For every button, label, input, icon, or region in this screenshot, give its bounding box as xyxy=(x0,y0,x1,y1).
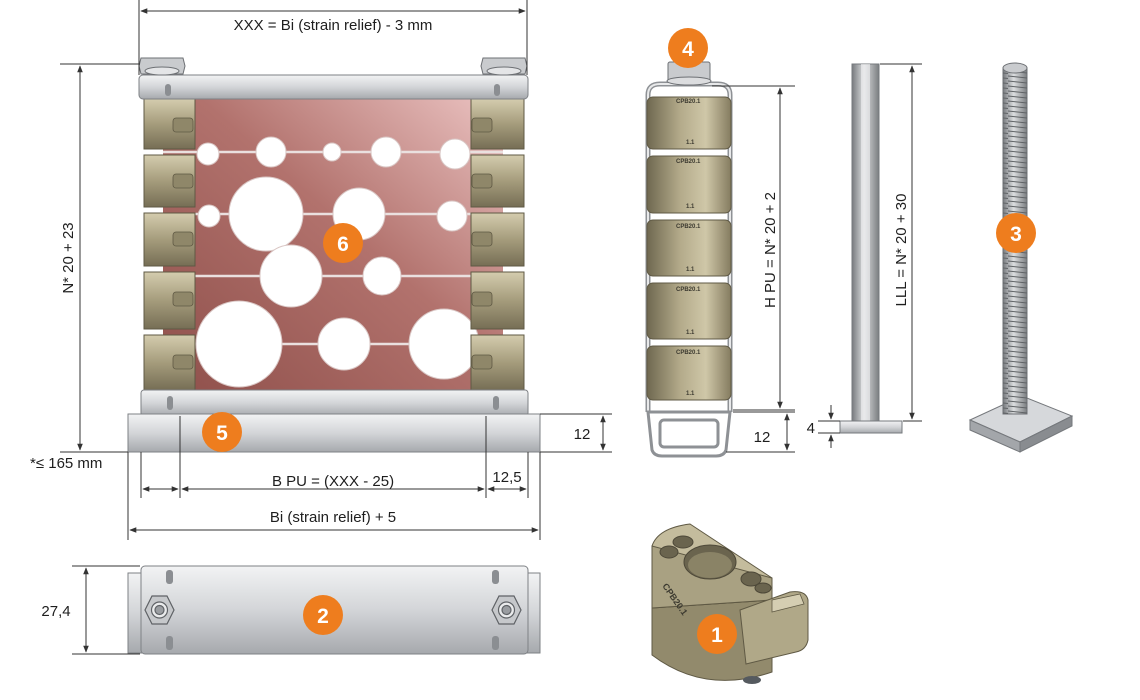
side-dimension-lines xyxy=(712,85,795,453)
front-dimension-lines xyxy=(60,0,612,540)
t-bolt-side-view xyxy=(839,63,903,434)
side-block-markings: CPB20.1 CPB20.1 CPB20.1 CPB20.1 CPB20.1 … xyxy=(676,99,701,397)
svg-text:CPB20.1: CPB20.1 xyxy=(676,99,701,105)
top-slots xyxy=(165,84,500,96)
dim-plate-thickness: 4 xyxy=(807,420,815,437)
svg-text:1.1: 1.1 xyxy=(686,140,695,146)
dim-max-width: *≤ 165 mm xyxy=(30,455,102,472)
side-bottom-clip xyxy=(646,410,732,458)
svg-text:1.1: 1.1 xyxy=(686,330,695,336)
right-block-notches xyxy=(471,117,493,370)
t-bolt-foot xyxy=(839,420,903,434)
svg-text:1: 1 xyxy=(711,624,723,647)
badge-part-6: 6 xyxy=(323,223,363,263)
dim-b-pu: B PU = (XXX - 25) xyxy=(272,473,394,490)
badge-part-2: 2 xyxy=(303,595,343,635)
left-block-notches xyxy=(172,117,194,370)
badge-part-1: 1 xyxy=(697,614,737,654)
block-tab xyxy=(739,591,809,665)
top-pressure-bar xyxy=(138,74,529,100)
dim-xxx: XXX = Bi (strain relief) - 3 mm xyxy=(234,17,433,34)
dim-base-height-b: 12 xyxy=(754,429,771,446)
side-top-nut xyxy=(666,61,712,86)
svg-text:5: 5 xyxy=(216,422,228,445)
svg-text:1.1: 1.1 xyxy=(686,267,695,273)
t-bolt-dimension-lines xyxy=(818,63,922,448)
dim-lll: LLL = N* 20 + 30 xyxy=(893,194,910,307)
dim-top-depth: 27,4 xyxy=(41,603,70,620)
svg-text:1.1: 1.1 xyxy=(686,204,695,210)
top-view-nuts xyxy=(144,595,522,625)
cable-holes xyxy=(195,136,480,388)
support-rail-base xyxy=(127,413,541,453)
side-blocks xyxy=(646,96,732,401)
rail-slots xyxy=(167,396,499,410)
dim-n-height: N* 20 + 23 xyxy=(60,222,77,293)
front-view-assembly xyxy=(127,57,541,453)
dim-h-pu: H PU = N* 20 + 2 xyxy=(762,192,779,308)
svg-text:3: 3 xyxy=(1010,223,1022,246)
side-view-assembly: CPB20.1 CPB20.1 CPB20.1 CPB20.1 CPB20.1 … xyxy=(645,61,733,458)
svg-text:6: 6 xyxy=(337,233,349,256)
svg-text:2: 2 xyxy=(317,605,329,628)
svg-text:4: 4 xyxy=(682,38,694,61)
svg-text:CPB20.1: CPB20.1 xyxy=(676,350,701,356)
svg-text:CPB20.1: CPB20.1 xyxy=(676,159,701,165)
dim-offset: 12,5 xyxy=(492,469,521,486)
left-block-stack xyxy=(143,98,196,391)
dim-bi-plus: Bi (strain relief) + 5 xyxy=(270,509,396,526)
threaded-rod xyxy=(968,62,1074,453)
svg-text:CPB20.1: CPB20.1 xyxy=(676,287,701,293)
dim-base-height-a: 12 xyxy=(574,426,591,443)
svg-text:CPB20.1: CPB20.1 xyxy=(676,224,701,230)
badge-part-4: 4 xyxy=(668,28,708,68)
top-view-slots xyxy=(166,570,499,650)
support-rail-top xyxy=(140,389,529,417)
top-view-dimension-lines xyxy=(72,565,140,655)
top-nuts xyxy=(138,57,528,76)
badge-part-3: 3 xyxy=(996,213,1036,253)
svg-text:1.1: 1.1 xyxy=(686,391,695,397)
right-block-stack xyxy=(470,98,525,391)
badge-part-5: 5 xyxy=(202,412,242,452)
